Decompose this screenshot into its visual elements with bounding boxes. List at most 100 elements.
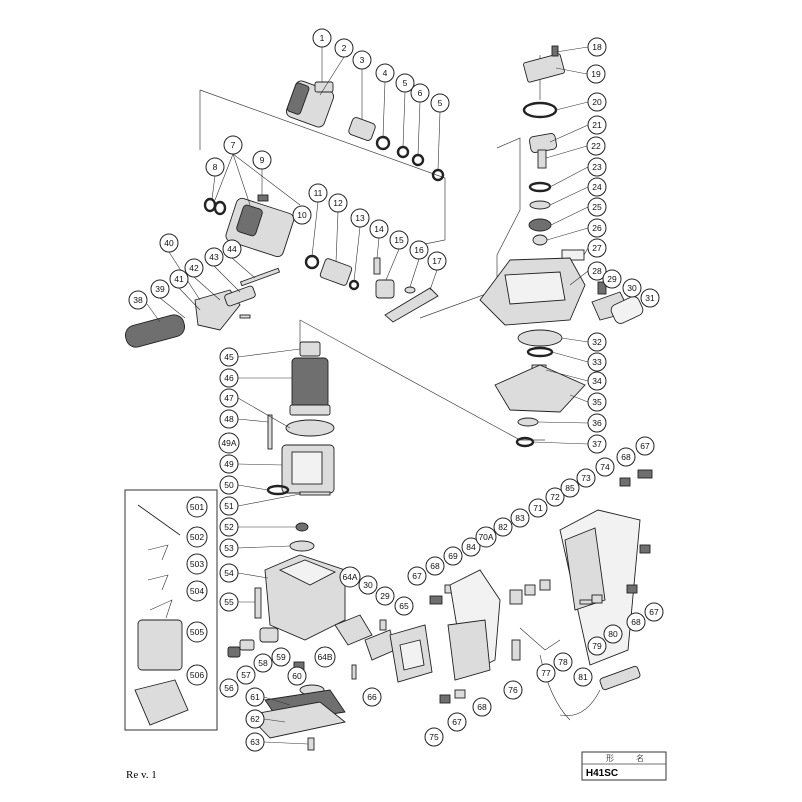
callout-circle	[475, 526, 497, 548]
callout-2: 2	[334, 38, 354, 58]
callout-41: 41	[169, 269, 189, 289]
callout-number: 60	[292, 671, 302, 681]
cover-parts	[334, 614, 433, 683]
callout-number: 4	[383, 68, 388, 78]
callout-circle	[314, 646, 336, 668]
callout-circle	[186, 526, 208, 548]
callout-53: 53	[219, 538, 239, 558]
callout-51: 51	[219, 496, 239, 516]
callout-circle	[219, 592, 239, 612]
callout-49A: 49A	[218, 432, 240, 454]
callout-number: 37	[592, 439, 602, 449]
callout-circle	[184, 258, 204, 278]
callout-number: 41	[174, 274, 184, 284]
callout-45: 45	[219, 347, 239, 367]
callout-505: 505	[186, 621, 208, 643]
callout-78: 78	[553, 652, 573, 672]
callout-number: 12	[333, 198, 343, 208]
callout-circle	[587, 371, 607, 391]
callout-47: 47	[219, 388, 239, 408]
motor-assembly	[227, 341, 347, 751]
callout-38: 38	[128, 290, 148, 310]
callout-16: 16	[409, 240, 429, 260]
callout-number: 16	[414, 245, 424, 255]
callout-circle	[409, 240, 429, 260]
callout-number: 84	[466, 542, 476, 552]
callout-number: 67	[649, 607, 659, 617]
callout-number: 13	[355, 213, 365, 223]
callout-circle	[389, 230, 409, 250]
callout-42: 42	[184, 258, 204, 278]
callout-circle	[587, 636, 607, 656]
callout-number: 9	[260, 155, 265, 165]
callout-number: 68	[631, 617, 641, 627]
callout-29: 29	[602, 269, 622, 289]
callout-number: 3	[360, 55, 365, 65]
handle-assembly	[429, 469, 653, 721]
callout-circle	[587, 352, 607, 372]
callout-number: 75	[429, 732, 439, 742]
callout-71: 71	[528, 498, 548, 518]
callout-number: 50	[224, 480, 234, 490]
callout-circle	[369, 219, 389, 239]
callout-circle	[587, 218, 607, 238]
callout-circle	[587, 332, 607, 352]
callout-circle	[222, 239, 242, 259]
callout-number: 56	[224, 683, 234, 693]
callout-circle	[395, 73, 415, 93]
title-block-header-shape: 形	[606, 754, 614, 763]
callout-number: 67	[412, 571, 422, 581]
callout-52: 52	[219, 517, 239, 537]
callout-circle	[292, 205, 312, 225]
callout-circle	[595, 457, 615, 477]
model-number: H41SC	[586, 768, 618, 779]
callout-number: 33	[592, 357, 602, 367]
callout-circle	[586, 136, 606, 156]
callout-number: 27	[592, 243, 602, 253]
callout-18: 18	[587, 37, 607, 57]
callout-circle	[219, 368, 239, 388]
callout-circle	[536, 663, 556, 683]
callout-62: 62	[245, 709, 265, 729]
callout-circle	[640, 288, 660, 308]
callout-circle	[443, 546, 463, 566]
callout-circle	[219, 409, 239, 429]
callout-21: 21	[587, 115, 607, 135]
callout-number: 30	[627, 283, 637, 293]
callout-number: 71	[533, 503, 543, 513]
callout-circle	[587, 115, 607, 135]
callout-number: 15	[394, 235, 404, 245]
callout-503: 503	[186, 553, 208, 575]
callout-circle	[358, 575, 378, 595]
callout-17: 17	[427, 251, 447, 271]
callout-30: 30	[358, 575, 378, 595]
callout-circle	[219, 388, 239, 408]
callout-circle	[186, 580, 208, 602]
callout-number: 64B	[317, 652, 332, 662]
callout-number: 81	[578, 672, 588, 682]
callout-39: 39	[150, 279, 170, 299]
callout-number: 77	[541, 668, 551, 678]
callout-number: 506	[190, 670, 204, 680]
callout-circle	[205, 157, 225, 177]
callout-number: 23	[592, 162, 602, 172]
callout-circle	[616, 447, 636, 467]
callout-44: 44	[222, 239, 242, 259]
callout-number: 54	[224, 568, 234, 578]
callout-74: 74	[595, 457, 615, 477]
callout-5: 5	[430, 93, 450, 113]
callout-11: 11	[308, 183, 328, 203]
callout-number: 55	[224, 597, 234, 607]
callout-number: 11	[314, 188, 323, 198]
callout-84: 84	[461, 537, 481, 557]
callout-circle	[587, 177, 607, 197]
callout-circle	[159, 233, 179, 253]
callout-circle	[218, 432, 240, 454]
callout-circle	[587, 197, 607, 217]
callout-number: 85	[565, 483, 575, 493]
callout-6: 6	[410, 83, 430, 103]
callout-circle	[352, 50, 372, 70]
callout-57: 57	[236, 665, 256, 685]
callout-number: 61	[250, 692, 260, 702]
callout-circle	[587, 92, 607, 112]
